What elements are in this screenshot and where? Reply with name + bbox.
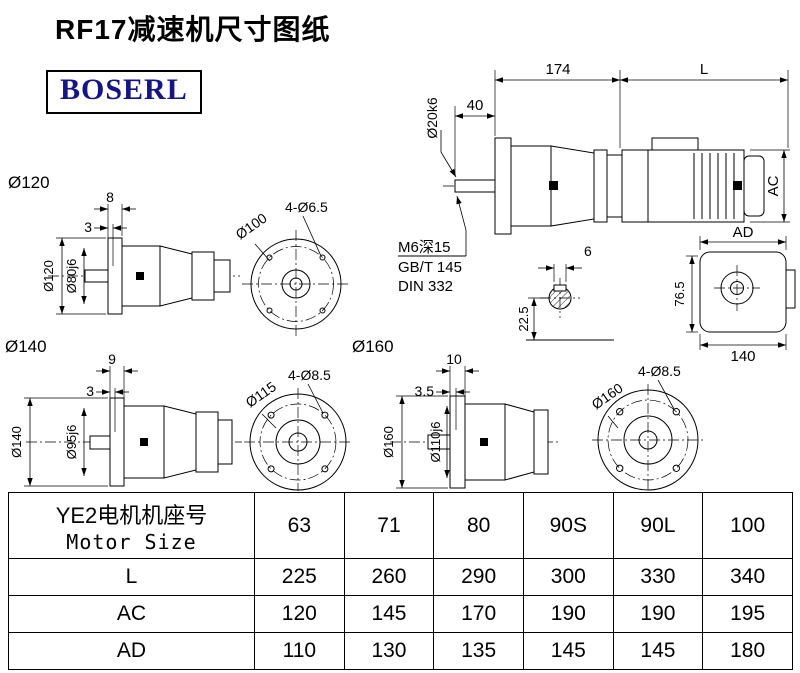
dim-key-width: 6 [584, 243, 592, 259]
value-AC-71: 145 [343, 595, 435, 633]
tap-note-gbt: GB/T 145 [398, 259, 462, 276]
frame140-holes-label: 4-Ø8.5 [288, 367, 331, 383]
value-AC-90L: 190 [612, 595, 704, 633]
value-L-90L: 330 [612, 558, 704, 596]
value-L-90S: 300 [522, 558, 614, 596]
keyway-notch [553, 284, 567, 292]
dim-motor-length: L [700, 61, 708, 78]
frame160-holes-label: 4-Ø8.5 [638, 363, 681, 379]
dim-ad: AD [733, 224, 754, 241]
frame160-pilot-dia: Ø110j6 [428, 422, 443, 463]
frame160-dim-step: 10 [446, 351, 462, 367]
value-AD-90S: 145 [522, 632, 614, 670]
frame160-body-dia: Ø160 [381, 426, 396, 458]
table-row-AC: AC 120 145 170 190 190 195 [8, 595, 793, 633]
frame-size-col-4: 90S [522, 492, 614, 559]
frame160-flange-dia-label: Ø160 [589, 380, 626, 413]
value-AD-100: 180 [702, 632, 793, 670]
value-AC-63: 120 [254, 595, 345, 633]
motor-size-header: YE2电机机座号 Motor Size [8, 492, 255, 559]
dim-key-height: 22.5 [516, 306, 531, 331]
end-view-body [699, 251, 787, 333]
frame140-body-dia: Ø140 [9, 426, 24, 458]
dim-gearbox-length: 174 [545, 61, 570, 78]
tap-note-m6: M6深15 [398, 239, 451, 256]
gearmotor-end-view: AD 76.5 140 [672, 224, 796, 365]
frame-160-views: Ø160 Ø160 Ø110j6 10 3.5 4-Ø8.5 [352, 337, 704, 491]
dim-motor-ac: AC [765, 175, 782, 196]
frame160-flange-circle [597, 389, 699, 491]
frame160-label: Ø160 [352, 337, 394, 356]
frame-size-col-2: 71 [343, 492, 435, 559]
gearbox-housing [510, 145, 552, 227]
page-title: RF17减速机尺寸图纸 [55, 14, 331, 45]
table-header-row: YE2电机机座号 Motor Size 63 71 80 90S 90L 100 [8, 492, 793, 559]
frame120-label: Ø120 [8, 173, 50, 192]
value-AD-80: 135 [433, 632, 524, 670]
tap-note: M6深15 GB/T 145 DIN 332 [398, 195, 467, 295]
value-AC-100: 195 [702, 595, 793, 633]
frame120-flange-dia-label: Ø100 [233, 210, 270, 243]
frame-size-col-1: 63 [254, 492, 345, 559]
value-AD-63: 110 [254, 632, 345, 670]
value-L-80: 290 [433, 558, 524, 596]
frame140-dim-gap: 3 [86, 383, 94, 399]
row-label-AC: AC [8, 595, 255, 633]
output-flange [494, 137, 512, 235]
value-L-71: 260 [343, 558, 435, 596]
frame160-dim-gap: 3.5 [415, 383, 435, 399]
frame120-dim-step: 8 [106, 189, 114, 205]
dimension-table: YE2电机机座号 Motor Size 63 71 80 90S 90L 100… [8, 492, 793, 670]
frame120-pilot-dia: Ø80j6 [64, 259, 79, 294]
value-L-63: 225 [254, 558, 345, 596]
dim-shaft-length: 40 [467, 97, 484, 114]
fan-cover [743, 155, 765, 217]
frame140-pilot-dia: Ø95j6 [64, 425, 79, 460]
value-L-100: 340 [702, 558, 793, 596]
frame-size-col-3: 80 [433, 492, 524, 559]
frame140-flange-dia-label: Ø115 [243, 378, 280, 410]
frame140-dim-step: 9 [108, 351, 116, 367]
dimension-drawing: 174 L 40 Ø20k6 AC M6深15 GB/T 145 DIN 332… [5, 61, 796, 491]
frame140-flange-circle [249, 393, 347, 491]
motor-size-header-en: Motor Size [66, 529, 197, 554]
frame-140-views: Ø140 Ø140 Ø95j6 9 3 4-Ø8.5 [5, 337, 352, 491]
row-label-L: L [8, 558, 255, 596]
main-assembly-view: 174 L 40 Ø20k6 AC [424, 61, 790, 235]
table-row-L: L 225 260 290 300 330 340 [8, 558, 793, 596]
value-AD-71: 130 [343, 632, 435, 670]
value-AC-80: 170 [433, 595, 524, 633]
dim-center-height: 76.5 [672, 281, 687, 306]
frame-size-col-6: 100 [702, 492, 793, 559]
brand-logo: BOSERL [46, 70, 202, 114]
motor-size-header-cn: YE2电机机座号 [55, 502, 208, 528]
value-AD-90L: 145 [612, 632, 704, 670]
value-AC-90S: 190 [522, 595, 614, 633]
tap-note-din: DIN 332 [398, 278, 453, 295]
frame-120-views: Ø120 Ø120 Ø80j6 8 3 4-Ø6.5 [8, 173, 350, 338]
brand-logo-text: BOSERL [60, 73, 188, 106]
frame120-dim-gap: 3 [84, 219, 92, 235]
frame-size-col-5: 90L [612, 492, 704, 559]
shaft-key-section: 6 22.5 [516, 243, 614, 341]
dim-base-width: 140 [730, 348, 755, 365]
row-label-AD: AD [8, 632, 255, 670]
shaft-diameter-label: Ø20k6 [424, 97, 440, 138]
frame120-body-dia: Ø120 [41, 260, 56, 292]
output-shaft [454, 179, 496, 193]
motor-body [621, 149, 745, 223]
frame120-holes-label: 4-Ø6.5 [285, 199, 328, 215]
terminal-box [651, 137, 699, 151]
frame140-label: Ø140 [5, 337, 47, 356]
table-row-AD: AD 110 130 135 145 145 180 [8, 632, 793, 670]
frame120-flange-circle [250, 238, 342, 330]
